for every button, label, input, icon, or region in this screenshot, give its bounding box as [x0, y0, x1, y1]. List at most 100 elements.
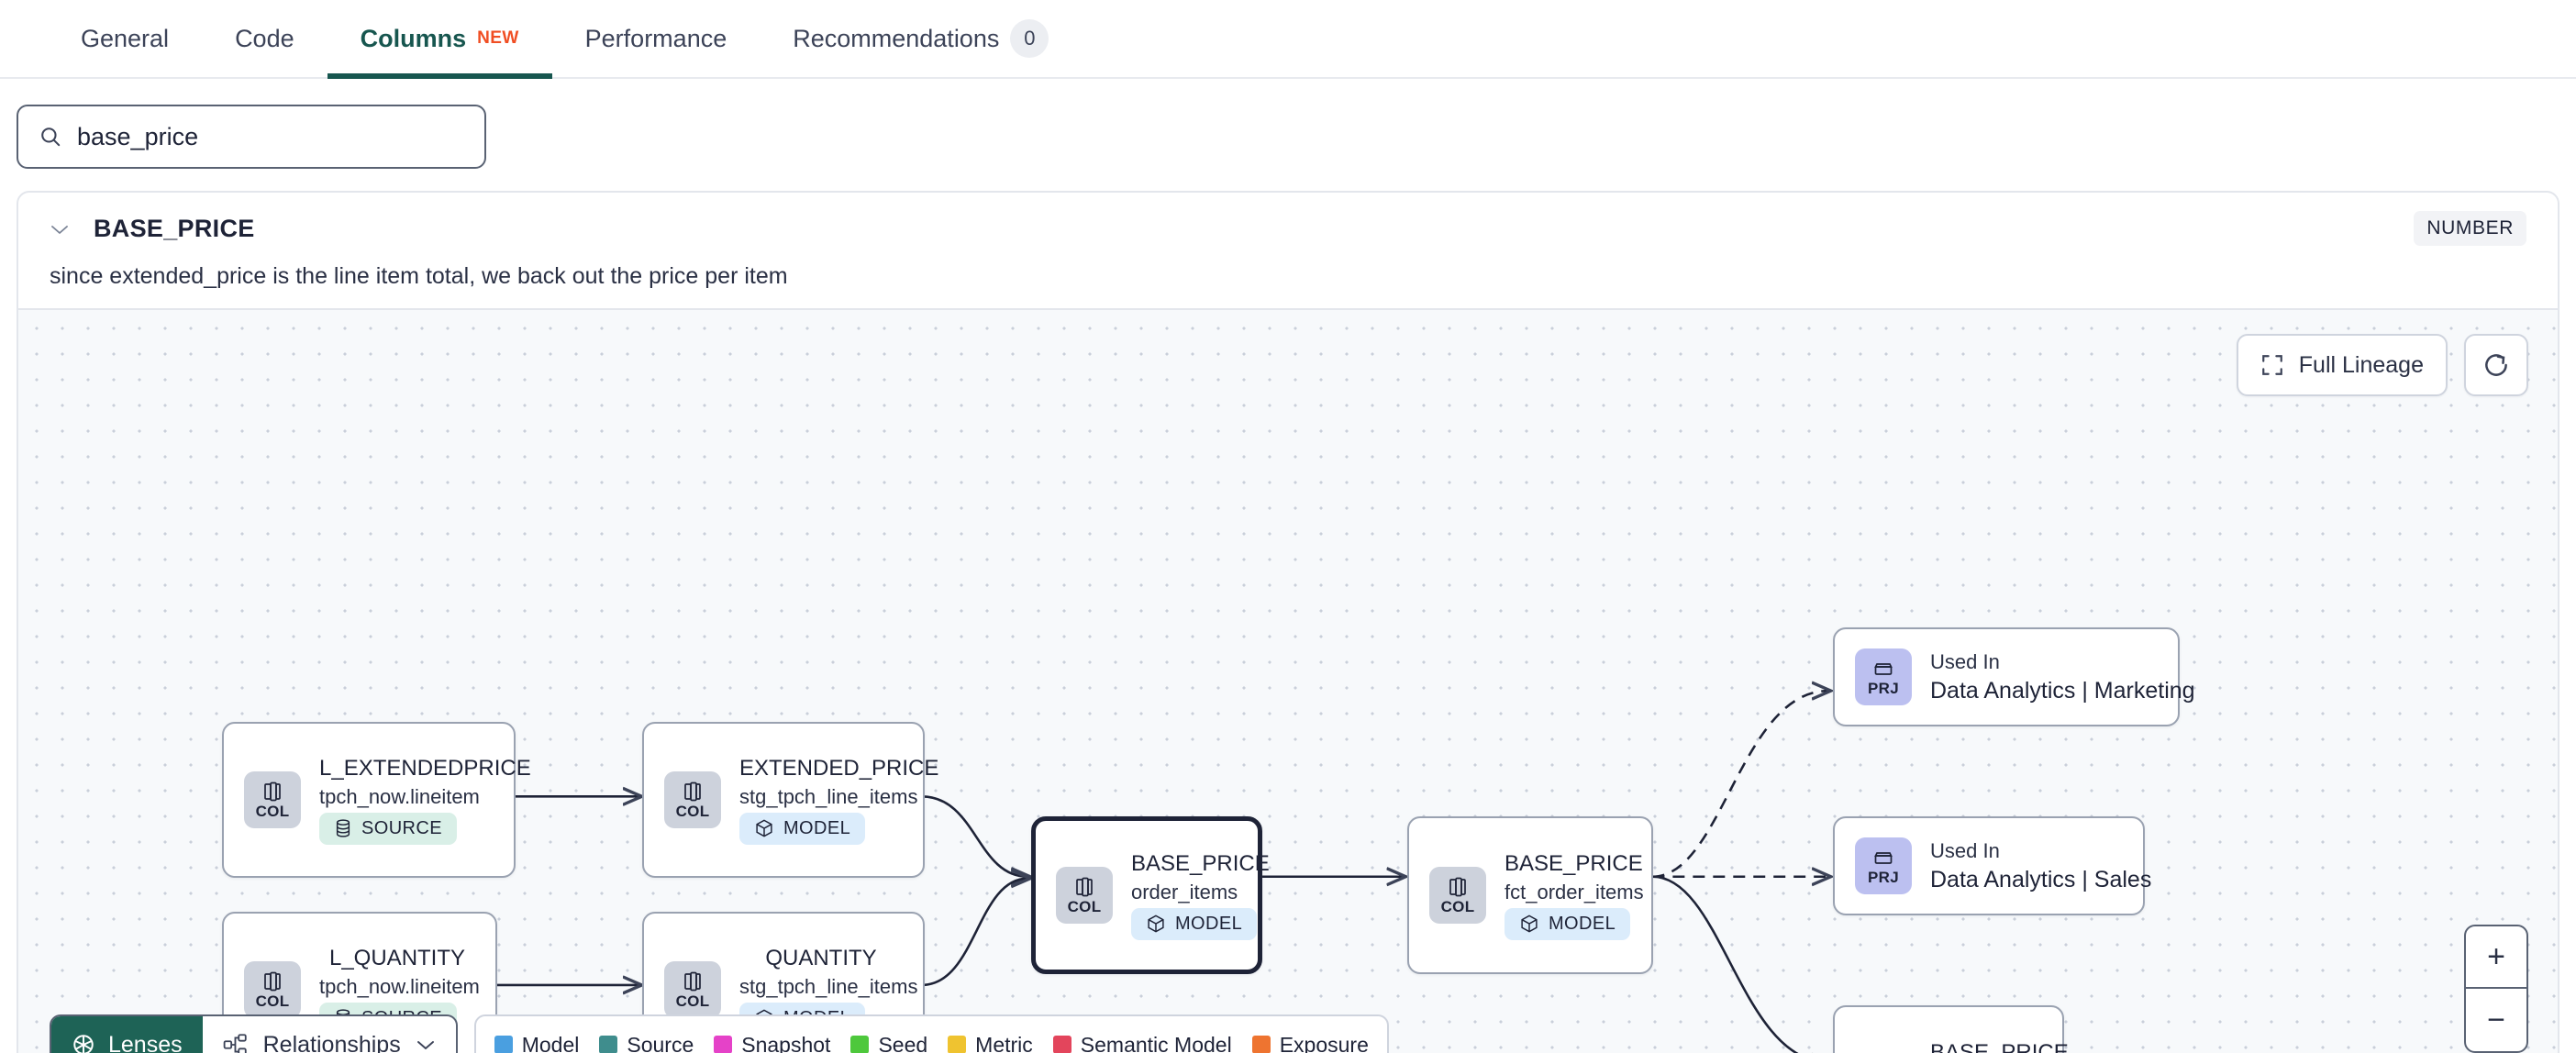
- column-type-badge: NUMBER: [2414, 211, 2526, 246]
- lineage-node-prj_marketing[interactable]: PRJ Used In Data Analytics | Marketing: [1833, 627, 2195, 726]
- new-badge: NEW: [477, 28, 519, 48]
- column-icon: COL: [664, 771, 721, 828]
- used-in-label: Used In: [1930, 838, 2000, 862]
- legend-item-snapshot[interactable]: Snapshot: [714, 1033, 830, 1053]
- legend-label: Exposure: [1279, 1032, 1369, 1053]
- node-column-name: BASE_PRICE: [1131, 850, 1270, 876]
- project-icon: PRJ: [1855, 837, 1912, 894]
- legend-swatch: [714, 1036, 733, 1053]
- node-kind-label: SOURCE: [361, 817, 442, 838]
- legend-label: Snapshot: [741, 1032, 831, 1053]
- node-column-name: QUANTITY: [765, 945, 877, 970]
- legend-item-exposure[interactable]: Exposure: [1251, 1032, 1369, 1053]
- refresh-icon: [2482, 351, 2510, 379]
- legend-swatch: [850, 1036, 870, 1053]
- lineage-node-body: Used In Data Analytics | Marketing: [1930, 649, 2195, 704]
- node-kind-abbrev: COL: [1067, 898, 1102, 915]
- node-parent-name: order_items: [1131, 880, 1238, 903]
- cube-icon: [1146, 914, 1166, 934]
- legend-swatch: [494, 1036, 513, 1053]
- tab-label: Code: [235, 24, 294, 52]
- node-kind-row: MODEL: [739, 812, 903, 845]
- relationships-label: Relationships: [262, 1031, 401, 1053]
- zoom-out-button[interactable]: −: [2487, 1002, 2505, 1037]
- tab-general[interactable]: General: [48, 0, 202, 77]
- legend-label: Seed: [878, 1032, 928, 1053]
- relationships-dropdown[interactable]: Relationships: [203, 1016, 456, 1053]
- lineage-edges: [494, 310, 2558, 1053]
- lineage-node-body: Used In Data Analytics | Sales: [1930, 838, 2152, 893]
- lineage-legend: Model Source Snapshot Seed Metric Semantic Mo…: [473, 1014, 1389, 1053]
- node-kind-label: MODEL: [783, 817, 851, 838]
- node-kind-row: SOURCE: [319, 812, 494, 845]
- node-column-name: L_EXTENDEDPRICE: [319, 755, 531, 781]
- legend-item-semantic-model[interactable]: Semantic Model: [1052, 1033, 1232, 1053]
- column-detail-card: BASE_PRICE NUMBER since extended_price i…: [17, 191, 2559, 1053]
- zoom-controls: + −: [2464, 925, 2528, 1053]
- search-icon: [39, 125, 62, 149]
- refresh-button[interactable]: [2464, 334, 2528, 396]
- node-kind-badge: MODEL: [1131, 907, 1258, 940]
- legend-label: Source: [627, 1032, 694, 1053]
- lenses-relationships-group: Lenses Relationships: [50, 1014, 458, 1053]
- column-icon: COL: [1056, 867, 1113, 924]
- node-column-name: BASE_PRICE: [1930, 1039, 2069, 1053]
- tab-performance[interactable]: Performance: [552, 0, 761, 77]
- node-parent-name: tpch_now.lineitem: [319, 974, 480, 998]
- chevron-down-icon[interactable]: [50, 223, 70, 236]
- chevron-down-icon: [416, 1038, 436, 1051]
- tab-columns[interactable]: Columns NEW: [327, 0, 552, 79]
- legend-label: Model: [521, 1032, 580, 1053]
- node-kind-abbrev: COL: [255, 992, 290, 1010]
- node-column-name: EXTENDED_PRICE: [739, 755, 939, 781]
- column-icon: COL: [244, 961, 301, 1018]
- cube-icon: [754, 818, 774, 838]
- node-kind-label: MODEL: [1175, 913, 1243, 934]
- page-title: BASE_PRICE: [94, 215, 255, 242]
- node-kind-row: MODEL: [1505, 907, 1631, 940]
- lenses-label: Lenses: [108, 1031, 183, 1053]
- tab-bar: General Code Columns NEW Performance Rec…: [0, 0, 2576, 79]
- legend-item-source[interactable]: Source: [599, 1033, 694, 1053]
- legend-item-seed[interactable]: Seed: [850, 1033, 927, 1053]
- column-icon: COL: [1429, 867, 1486, 924]
- tab-label: Performance: [584, 24, 727, 52]
- legend-item-metric[interactable]: Metric: [948, 1033, 1033, 1053]
- search-box[interactable]: [17, 105, 486, 169]
- used-in-label: Used In: [1930, 649, 2000, 673]
- search-area: [0, 79, 2576, 183]
- zoom-in-button[interactable]: +: [2466, 926, 2526, 989]
- node-parent-name: stg_tpch_line_items: [739, 974, 918, 998]
- node-kind-abbrev: COL: [1440, 898, 1475, 915]
- tab-code[interactable]: Code: [202, 0, 328, 77]
- legend-swatch: [1052, 1036, 1071, 1053]
- full-lineage-button[interactable]: Full Lineage: [2236, 334, 2448, 396]
- node-kind-abbrev: COL: [255, 803, 290, 820]
- full-lineage-label: Full Lineage: [2298, 351, 2424, 378]
- legend-swatch: [948, 1036, 967, 1053]
- graph-top-controls: Full Lineage: [2236, 334, 2528, 396]
- graph-bottom-controls: Lenses Relationships: [50, 1014, 1389, 1053]
- project-name: Data Analytics | Marketing: [1930, 677, 2195, 704]
- lenses-button[interactable]: Lenses: [51, 1016, 203, 1053]
- project-name: Data Analytics | Sales: [1930, 866, 2152, 892]
- tab-label: Recommendations: [793, 24, 1000, 52]
- tab-recommendations[interactable]: Recommendations 0: [760, 0, 1082, 77]
- node-kind-label: MODEL: [1549, 913, 1616, 934]
- search-input[interactable]: [77, 122, 464, 151]
- node-kind-abbrev: COL: [675, 803, 710, 820]
- node-parent-name: fct_order_items: [1505, 880, 1644, 903]
- lineage-node-prj_sales[interactable]: PRJ Used In Data Analytics | Sales: [1833, 816, 2152, 915]
- lineage-canvas[interactable]: Full Lineage COL L_EXTENDEDPRICE tpch_now.…: [18, 308, 2558, 1053]
- column-icon: COL: [664, 961, 721, 1018]
- node-kind-abbrev: PRJ: [1868, 680, 1899, 697]
- expand-icon: [2260, 353, 2284, 377]
- legend-item-model[interactable]: Model: [494, 1032, 580, 1053]
